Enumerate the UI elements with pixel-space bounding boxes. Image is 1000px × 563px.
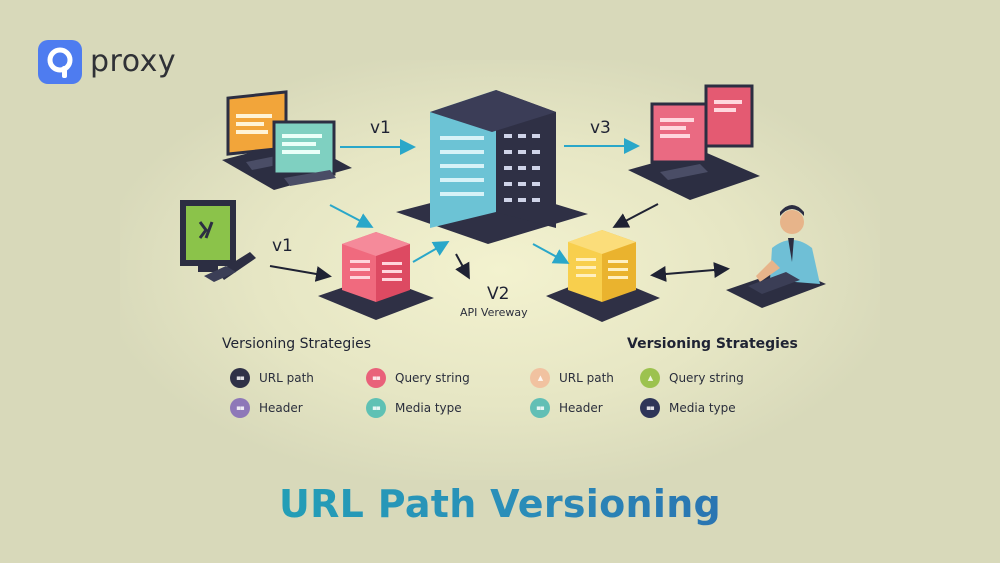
- arrow-v1-left: [269, 265, 332, 282]
- legend-right-label-header: Header: [559, 401, 603, 415]
- legend-right-label-query-string: Query string: [669, 371, 744, 385]
- red-service-cube: [318, 232, 434, 320]
- legend-right-label-media-type: Media type: [669, 401, 736, 415]
- header-icon: ▪▪: [230, 398, 250, 418]
- client-computers-v1: [222, 90, 352, 190]
- legend-right-title: Versioning Strategies: [627, 336, 798, 352]
- url-path-icon: ▪▪: [230, 368, 250, 388]
- legend-left-item-media-type: ▪▪ Media type: [366, 398, 462, 418]
- arrow-clients-to-red: [329, 204, 374, 228]
- arrow-v3-to-yellow: [612, 203, 659, 228]
- legend-left-title: Versioning Strategies: [222, 336, 372, 352]
- legend-right-item-url-path: ▲ URL path: [530, 368, 614, 388]
- label-v3-top: v3: [590, 118, 611, 138]
- legend-left-label-media-type: Media type: [395, 401, 462, 415]
- brand-logo[interactable]: proxy: [38, 40, 176, 84]
- header-icon: ▪▪: [530, 398, 550, 418]
- legend-right-item-query-string: ▲ Query string: [640, 368, 744, 388]
- legend-right-item-media-type: ▪▪ Media type: [640, 398, 736, 418]
- legend-left-label-query-string: Query string: [395, 371, 470, 385]
- url-path-icon: ▲: [530, 368, 550, 388]
- client-monitor-laptop: [180, 200, 256, 282]
- label-gateway-version: V2: [487, 284, 510, 304]
- media-type-icon: ▪▪: [640, 398, 660, 418]
- legend-left-label-url-path: URL path: [259, 371, 314, 385]
- developer-person: [726, 205, 826, 308]
- arrow-yellow-person: [650, 262, 730, 282]
- central-server: [396, 90, 588, 244]
- proxy-logo-icon: [38, 40, 82, 84]
- media-type-icon: ▪▪: [366, 398, 386, 418]
- legend-left-item-query-string: ▪▪ Query string: [366, 368, 470, 388]
- label-gateway: API Vereway: [460, 306, 528, 319]
- legend-left-label-header: Header: [259, 401, 303, 415]
- legend-right-label-url-path: URL path: [559, 371, 614, 385]
- yellow-service-cube: [546, 230, 660, 322]
- arrow-down-v2: [455, 253, 470, 280]
- legend-left-item-header: ▪▪ Header: [230, 398, 303, 418]
- arrow-red-to-server: [412, 241, 450, 263]
- arrow-server-to-yellow: [532, 243, 570, 264]
- label-v1-top: v1: [370, 118, 391, 138]
- brand-name: proxy: [90, 44, 177, 79]
- legend-right-item-header: ▪▪ Header: [530, 398, 603, 418]
- page-headline: URL Path Versioning: [0, 482, 1000, 526]
- query-string-icon: ▪▪: [366, 368, 386, 388]
- client-computers-v3: [628, 84, 760, 200]
- legend-left-item-url-path: ▪▪ URL path: [230, 368, 314, 388]
- label-v1-left: v1: [272, 236, 293, 256]
- query-string-icon: ▲: [640, 368, 660, 388]
